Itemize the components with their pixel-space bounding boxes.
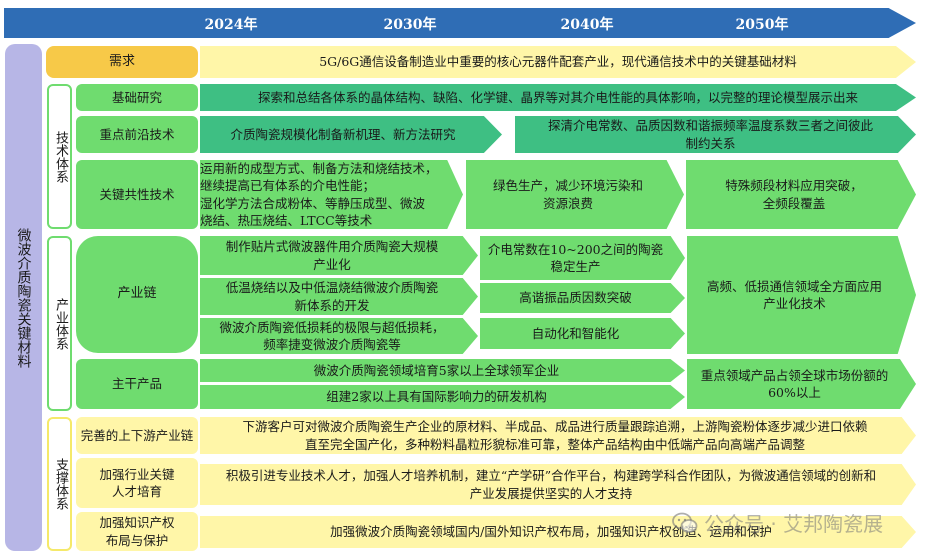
tech-system-label: 技术体系 [47, 84, 72, 229]
year-2030: 2030年 [383, 17, 437, 33]
main-label: 微波介质陶瓷关键材料 [15, 227, 32, 368]
talent-arrow: 积极引进专业技术人才，加强人才培养机制，建立“产学研”合作平台，构建跨学科合作团… [200, 464, 916, 505]
common-key-arrow-1: 运用新的成型方式、制备方法和烧结技术， 继续提高已有体系的介电性能； 湿化学方法… [200, 160, 463, 229]
common-key-label: 关键共性技术 [76, 160, 198, 229]
common-key-arrow-3: 特殊频段材料应用突破， 全频段覆盖 [686, 160, 916, 229]
support-system-label: 支撑体系 [47, 417, 72, 551]
chain-middle-2: 高谐振品质因数突破 [480, 283, 685, 313]
talent-label: 加强行业关键 人才培育 [76, 458, 198, 508]
frontier-arrow-2: 探清介电常数、品质因数和谐振频率温度系数三者之间彼此 制约关系 [515, 116, 916, 153]
frontier-arrow-1: 介质陶瓷规模化制备新机理、新方法研究 [200, 116, 502, 153]
chain-middle-1: 介电常数在10~200之间的陶瓷 稳定生产 [480, 236, 685, 280]
year-2024: 2024年 [204, 17, 258, 33]
main-label-panel: 微波介质陶瓷关键材料 [5, 44, 42, 551]
main-products-row-1: 微波介质陶瓷领域培育5家以上全球领军企业 [200, 359, 685, 382]
main-products-label: 主干产品 [76, 359, 198, 409]
wechat-icon [672, 512, 698, 533]
demand-arrow: 5G/6G通信设备制造业中重要的核心元器件配套产业，现代通信技术中的关键基础材料 [200, 46, 916, 78]
demand-label: 需求 [46, 46, 198, 78]
year-2050: 2050年 [735, 17, 789, 33]
chain-left-1: 制作贴片式微波器件用介质陶瓷大规模 产业化 [200, 236, 478, 275]
upstream-arrow: 下游客户可对微波介质陶瓷生产企业的原材料、半成品、成品进行质量跟踪追溯，上游陶瓷… [200, 417, 916, 454]
chain-left-3: 微波介质陶瓷低损耗的极限与超低损耗， 频率捷变微波介质陶瓷等 [200, 318, 478, 354]
ip-label: 加强知识产权 布局与保护 [76, 512, 198, 551]
ip-arrow: 加强微波介质陶瓷领域国内/国外知识产权布局，加强知识产权创造、运用和保护 [200, 516, 916, 548]
timeline-bar [4, 8, 916, 38]
basic-research-label: 基础研究 [76, 84, 198, 111]
chain-left-2: 低温烧结以及中低温烧结微波介质陶瓷 新体系的开发 [200, 278, 478, 315]
chain-middle-3: 自动化和智能化 [480, 318, 685, 349]
year-2040: 2040年 [560, 17, 614, 33]
watermark-text: 公众号 · 艾邦陶瓷展 [704, 512, 884, 536]
frontier-label: 重点前沿技术 [76, 116, 198, 153]
basic-research-arrow: 探索和总结各体系的晶体结构、缺陷、化学键、晶界等对其介电性能的具体影响，以完整的… [200, 84, 916, 111]
watermark: 公众号 · 艾邦陶瓷展 [672, 508, 883, 537]
common-key-arrow-2: 绿色生产，减少环境污染和 资源浪费 [466, 160, 684, 229]
industry-chain-label: 产业链 [76, 236, 198, 353]
upstream-label: 完善的上下游产业链 [76, 417, 198, 454]
industry-system-label: 产业体系 [47, 236, 72, 411]
main-products-row-2: 组建2家以上具有国际影响力的研发机构 [200, 385, 685, 409]
main-products-right: 重点领域产品占领全球市场份额的 60%以上 [687, 359, 916, 409]
chain-right: 高频、低损通信领域全方面应用 产业化技术 [687, 236, 916, 354]
